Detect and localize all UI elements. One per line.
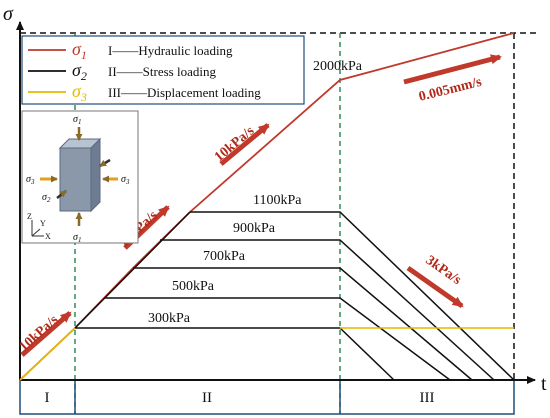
coordinate-triad [31,220,44,237]
rate-arrow-stage1: 10kPa/s [17,311,72,357]
rate-arrow-ramp-upper: 10kPa/s [212,123,270,166]
sigma2-path-700 [133,267,473,381]
svg-text:σ1: σ1 [72,39,87,62]
svg-text:σ1: σ1 [73,114,81,126]
svg-text:σ3: σ3 [26,174,35,186]
legend-sigma3-sub: 3 [80,90,87,104]
specimen-s1-bottom-sub: 1 [78,236,82,244]
sigma2-arrow [56,190,67,199]
specimen-s1-top-symbol: σ [73,114,79,125]
stage-label-III: III [420,390,435,406]
svg-text:σ3: σ3 [121,174,130,186]
pressure-label-300: 300kPa [148,311,191,326]
rate-label-stage1: 10kPa/s [17,312,62,355]
pressure-label-1100: 1100kPa [253,193,302,208]
rate-arrow-unload: 3kPa/s [406,253,464,309]
legend-item-sigma1: σ1 I——Hydraulic loading [28,39,233,62]
triad-z-label: Z [27,212,32,221]
y-axis-label: σ [3,3,14,25]
sigma2-path-500 [104,297,451,381]
x-axis-label: t [541,373,547,395]
legend-sigma2-description: II——Stress loading [108,64,216,79]
peak-pressure-label: 2000kPa [313,59,363,74]
stage-label-I: I [45,390,50,406]
specimen-s3-right-sub: 3 [125,178,130,186]
rate-arrow-displacement: 0.005mm/s [403,54,502,105]
legend-sigma3-symbol: σ [72,81,82,101]
sigma2-path-900 [160,239,495,381]
sigma3-path [19,327,76,381]
triad-x-label: X [45,232,51,241]
legend: σ1 I——Hydraulic loading σ2 II——Stress lo… [21,35,305,105]
legend-item-sigma3: σ3 III——Displacement loading [28,81,261,104]
specimen-s3-left-symbol: σ [26,174,32,185]
specimen-inset: σ1 σ1 σ3 σ3 σ2 Z Y X [21,110,139,244]
pressure-label-500: 500kPa [172,279,215,294]
specimen-s1-bottom-symbol: σ [73,232,79,243]
pressure-label-700: 700kPa [203,249,246,264]
specimen-s2-symbol: σ [42,192,48,203]
legend-sigma2-symbol: σ [72,60,82,80]
sigma2-path-300 [75,327,395,381]
svg-text:σ3: σ3 [72,81,87,104]
legend-sigma1-symbol: σ [72,39,82,59]
specimen-s3-right-symbol: σ [121,174,127,185]
pressure-label-900: 900kPa [233,221,276,236]
sigma2-back-arrow [99,158,111,168]
sigma2-path-1100 [190,211,515,381]
specimen-cube [58,137,102,213]
legend-item-sigma2: σ2 II——Stress loading [28,60,216,83]
legend-sigma1-sub: 1 [81,48,87,62]
specimen-s1-top-sub: 1 [78,118,82,126]
specimen-s3-left-sub: 3 [30,178,35,186]
stage-label-II: II [202,390,212,406]
svg-text:σ2: σ2 [42,192,51,204]
specimen-s2-sub: 2 [47,196,51,204]
svg-text:σ1: σ1 [73,232,81,244]
stage-band: I II III [19,379,515,415]
legend-sigma1-description: I——Hydraulic loading [108,43,233,58]
svg-text:σ2: σ2 [72,60,87,83]
rate-label-displacement: 0.005mm/s [417,75,483,105]
sigma2-ramp [74,211,191,329]
legend-sigma3-description: III——Displacement loading [108,85,261,100]
triad-y-label: Y [40,219,46,228]
legend-sigma2-sub: 2 [81,69,87,83]
